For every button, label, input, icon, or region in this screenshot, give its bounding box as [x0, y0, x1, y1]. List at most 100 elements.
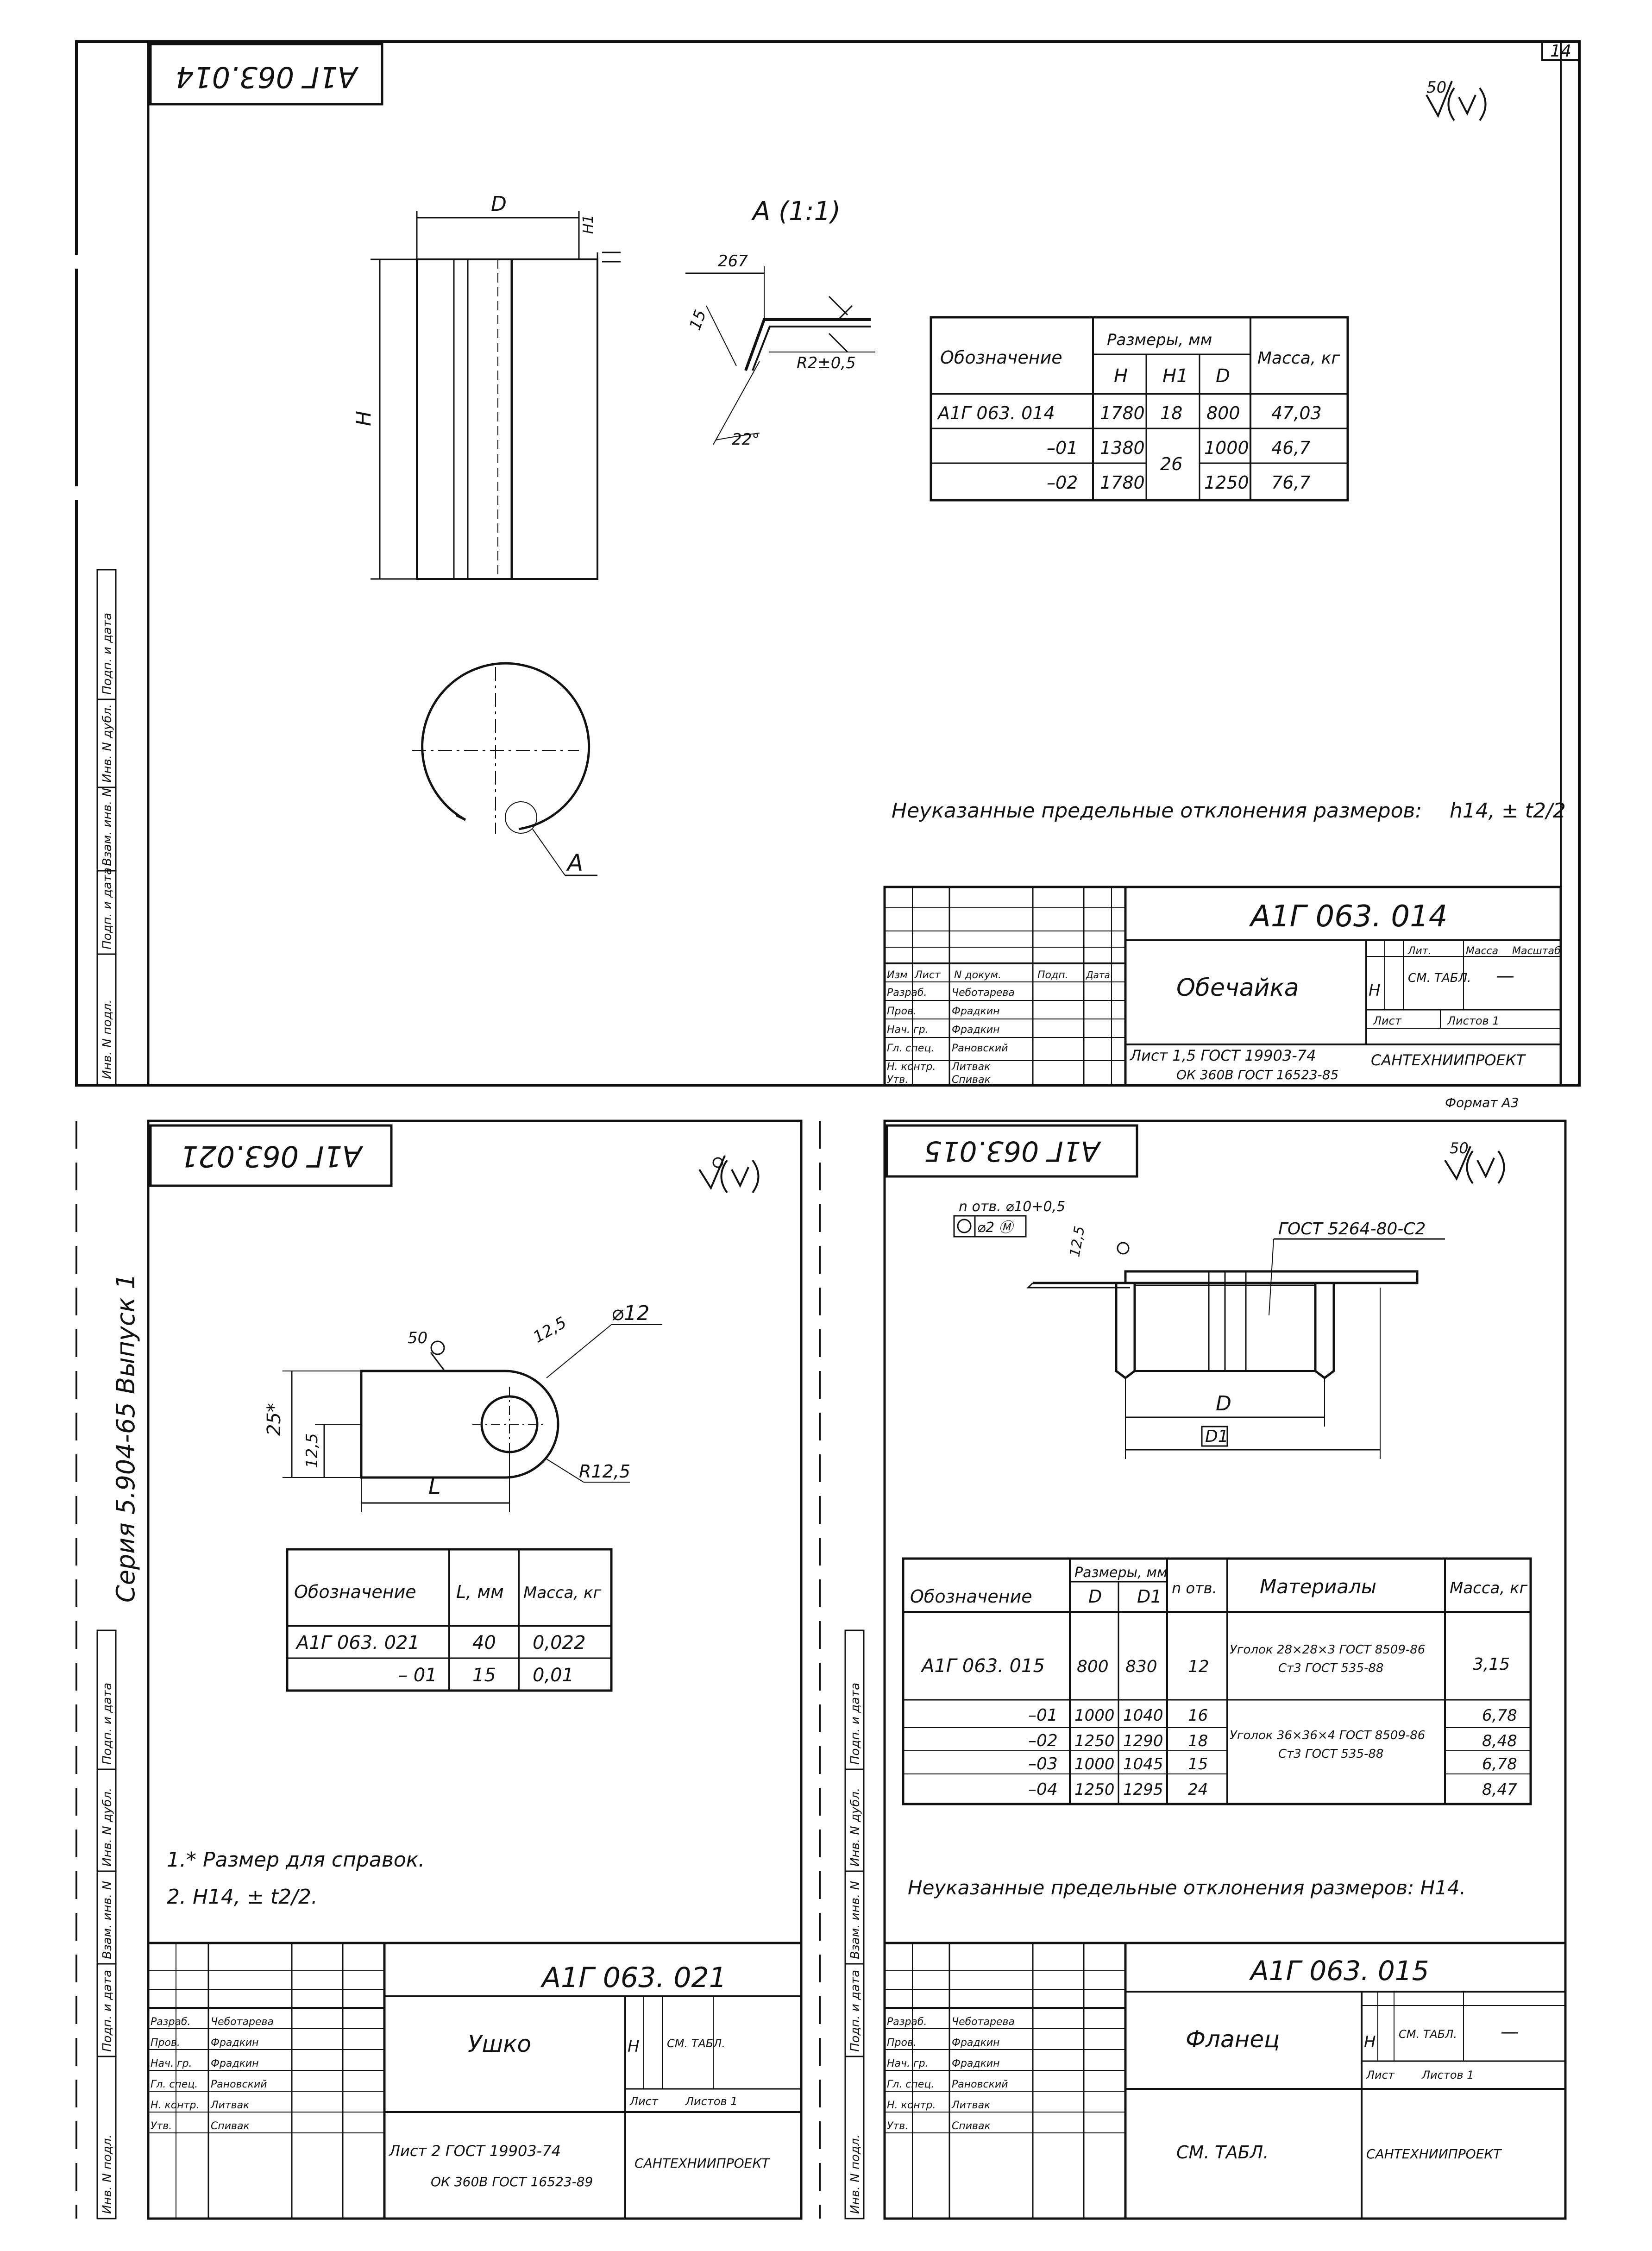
- bl-stamp-material-2: ОК 360В ГОСТ 16523-89: [431, 2174, 593, 2189]
- top-stamp-code: А1Г 063. 014: [1249, 899, 1448, 934]
- br-row-0-mass: 3,15: [1473, 1655, 1510, 1674]
- bl-dim-125: 12,5: [530, 1313, 570, 1346]
- br-stamp-sheet: Лист: [1366, 2069, 1395, 2081]
- bl-stamp: Разраб. Пров. Нач. гр. Гл. спец. Н. конт…: [147, 1942, 803, 2220]
- top-row-2-designation: –02: [1047, 472, 1078, 493]
- section-a-title: А (1:1): [751, 196, 841, 226]
- top-stamp-person-4: Литвак: [951, 1061, 991, 1073]
- br-th-d1: D1: [1137, 1586, 1162, 1607]
- bl-side-2: Взам. инв. N: [101, 1881, 114, 1959]
- top-row-1-h1: 26: [1160, 454, 1182, 474]
- br-row-2-d1: 1290: [1123, 1732, 1163, 1750]
- top-stamp-head-scale: Масштаб: [1512, 945, 1561, 957]
- top-stamp-scale: —: [1496, 965, 1514, 987]
- bl-side-3: Подп. и дата: [101, 1970, 114, 2052]
- br-row-4-d: 1250: [1074, 1780, 1115, 1799]
- top-row-1-h: 1380: [1100, 438, 1145, 458]
- shell-side-view: D H H1: [352, 192, 621, 580]
- br-row-2-d: 1250: [1074, 1732, 1115, 1750]
- br-code-mirror: А1Г 063.015: [924, 1135, 1102, 1167]
- top-roughness: 50: [1426, 78, 1487, 121]
- top-stamp-person-5: Спивак: [952, 1074, 991, 1086]
- top-stamp-role-1: Пров.: [887, 1006, 917, 1017]
- bl-stamp-mass: СМ. ТАБЛ.: [667, 2037, 725, 2050]
- top-row-2-d: 1250: [1204, 472, 1249, 493]
- top-stamp-col-date: Дата: [1086, 969, 1110, 981]
- br-stamp: Разраб. Пров. Нач. гр. Гл. спец. Н. конт…: [883, 1942, 1567, 2220]
- top-row-1-d: 1000: [1204, 438, 1249, 458]
- dim-h1-label: H1: [580, 214, 597, 234]
- br-row-3-holes: 15: [1188, 1755, 1208, 1773]
- br-stamp-role-5: Утв.: [887, 2120, 908, 2132]
- br-material-2b: Ст3 ГОСТ 535-88: [1278, 1747, 1383, 1761]
- top-stamp-lit: Н: [1369, 981, 1381, 1000]
- top-row-0-h: 1780: [1100, 403, 1145, 423]
- top-stamp-head-lit: Лит.: [1407, 945, 1432, 957]
- bl-th-designation: Обозначение: [294, 1582, 416, 1602]
- ushko-view: 50 12,5 ⌀12 25* 12,5 L R12,5: [264, 1302, 662, 1512]
- bl-stamp-name: Ушко: [468, 2031, 531, 2057]
- bl-row-1-designation: – 01: [398, 1665, 437, 1686]
- top-th-d: D: [1216, 365, 1230, 387]
- bl-stamp-person-2: Фрадкин: [211, 2058, 259, 2069]
- br-dim-125: 12,5: [1067, 1225, 1088, 1258]
- bl-dim-50: 50: [408, 1329, 427, 1347]
- br-side-4: Инв. N подл.: [848, 2134, 862, 2214]
- top-th-designation: Обозначение: [940, 347, 1062, 368]
- section-a-detail: А (1:1) 267 15 R2±0,5 22°: [685, 196, 875, 449]
- top-stamp-role-4: Н. контр.: [887, 1061, 936, 1073]
- bl-stamp-sheet: Лист: [629, 2095, 659, 2108]
- top-stamp-role-0: Разраб.: [887, 987, 927, 999]
- top-th-h1: H1: [1162, 365, 1188, 387]
- bl-stamp-person-4: Литвак: [210, 2100, 250, 2111]
- br-stamp-sheets: Листов 1: [1421, 2069, 1474, 2081]
- top-th-sizes: Размеры, мм: [1107, 331, 1212, 349]
- bl-row-0-mass: 0,022: [533, 1632, 586, 1654]
- br-stamp-person-2: Фрадкин: [952, 2058, 1000, 2069]
- br-stamp-role-3: Гл. спец.: [887, 2079, 934, 2090]
- bl-stamp-role-1: Пров.: [151, 2037, 180, 2049]
- br-dim-d: D: [1216, 1392, 1231, 1415]
- top-stamp-role-3: Гл. спец.: [887, 1043, 934, 1054]
- bl-row-0-l: 40: [472, 1632, 496, 1654]
- top-stamp-format: Формат А3: [1445, 1095, 1519, 1110]
- top-row-1-mass: 46,7: [1271, 438, 1311, 458]
- dim-22-angle: 22°: [732, 430, 760, 449]
- callout-a: А: [566, 849, 583, 876]
- top-stamp-company: САНТЕХНИИПРОЕКТ: [1371, 1051, 1526, 1069]
- bl-dim-phi12: ⌀12: [611, 1302, 649, 1325]
- br-row-0-designation: А1Г 063. 015: [920, 1655, 1045, 1677]
- br-stamp-company: САНТЕХНИИПРОЕКТ: [1366, 2146, 1502, 2162]
- br-row-3-designation: –03: [1028, 1754, 1058, 1773]
- top-stamp-sheets: Листов 1: [1447, 1014, 1500, 1027]
- bl-stamp-person-1: Фрадкин: [211, 2037, 259, 2049]
- br-stamp-role-4: Н. контр.: [887, 2100, 936, 2111]
- bl-side-4: Инв. N подл.: [101, 2134, 114, 2214]
- bl-dim-12-5: 12,5: [303, 1433, 321, 1468]
- br-side-column: Подп. и дата Инв. N дубл. Взам. инв. N П…: [844, 1629, 865, 2220]
- br-row-1-mass: 6,78: [1482, 1706, 1517, 1725]
- br-stamp-name: Фланец: [1186, 2026, 1280, 2053]
- top-row-2-h: 1780: [1100, 472, 1145, 493]
- top-side-4: Инв. N подл.: [101, 1000, 114, 1079]
- bl-row-1-l: 15: [472, 1665, 496, 1686]
- flange-view: n отв. ⌀10+0,5 ⌀2 Ⓜ 12,5 ГОСТ 5264-80-С2…: [953, 1199, 1445, 1459]
- br-stamp-role-2: Нач. гр.: [887, 2058, 929, 2069]
- br-stamp-person-5: Спивак: [952, 2120, 991, 2132]
- dim-267: 267: [718, 252, 748, 270]
- top-stamp-col-doc: N докум.: [954, 969, 1001, 981]
- bl-stamp-role-2: Нач. гр.: [151, 2058, 192, 2069]
- bl-code-mirror: А1Г 063.021: [180, 1139, 364, 1173]
- top-th-mass: Масса, кг: [1257, 349, 1340, 368]
- bl-side-0: Подп. и дата: [101, 1683, 114, 1765]
- br-stamp-role-0: Разраб.: [887, 2016, 927, 2028]
- bl-stamp-role-4: Н. контр.: [151, 2100, 199, 2111]
- bl-th-mass: Масса, кг: [523, 1584, 602, 1602]
- top-table: Обозначение Размеры, мм H H1 D Масса, кг…: [930, 316, 1349, 502]
- bl-row-1-mass: 0,01: [533, 1665, 574, 1686]
- br-side-2: Взам. инв. N: [848, 1881, 862, 1959]
- bl-stamp-role-5: Утв.: [151, 2120, 172, 2132]
- bl-series: Серия 5.904-65 Выпуск 1: [111, 1273, 140, 1603]
- top-row-0-d: 800: [1206, 403, 1240, 423]
